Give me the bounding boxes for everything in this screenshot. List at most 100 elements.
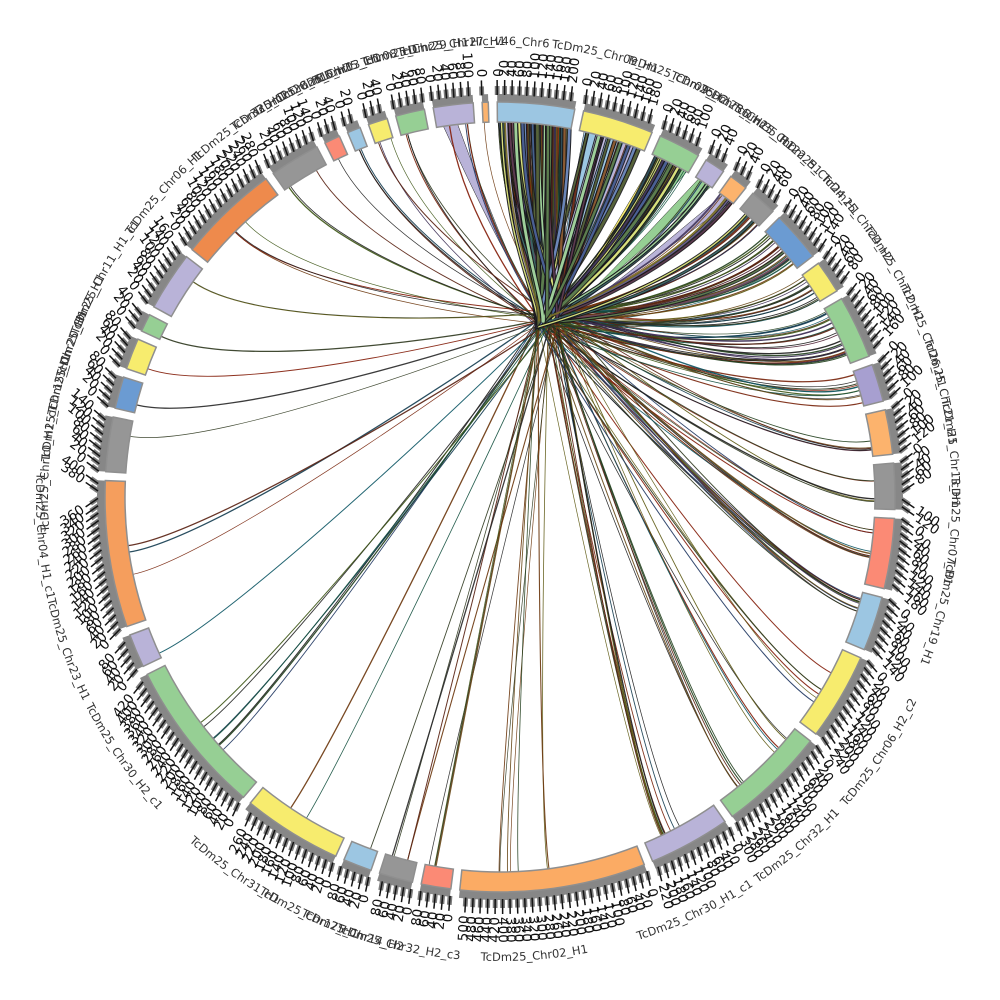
- tick-mark: [798, 215, 808, 230]
- tick-mark: [464, 897, 467, 913]
- tick-mark: [899, 442, 912, 453]
- sector-band: [346, 126, 369, 153]
- tick-mark: [262, 153, 270, 169]
- tick-mark: [398, 92, 402, 108]
- sector-band: [643, 804, 727, 863]
- tick-mark: [187, 220, 197, 235]
- tick-label: 20: [255, 128, 276, 150]
- tick-label: 60: [268, 120, 289, 142]
- tick-label: 440: [479, 917, 495, 943]
- tick-mark: [548, 82, 551, 99]
- tick-mark: [813, 232, 823, 247]
- tick-mark: [560, 894, 564, 910]
- tick-label: 140: [592, 904, 612, 932]
- tick-mark: [100, 381, 113, 393]
- tick-mark: [886, 605, 899, 618]
- tick-label: 40: [424, 911, 442, 930]
- tick-mark: [340, 111, 346, 127]
- tick-mark: [160, 725, 171, 739]
- tick-label: 400: [495, 917, 511, 943]
- tick-mark: [826, 730, 836, 744]
- tick-label: 0: [473, 69, 489, 78]
- tick-label: 20: [791, 183, 813, 206]
- tick-mark: [117, 648, 129, 661]
- sector-band: [719, 727, 812, 818]
- tick-mark: [740, 161, 748, 176]
- tick-mark: [562, 85, 566, 101]
- tick-mark: [459, 81, 463, 97]
- tick-label: 60: [622, 895, 641, 915]
- tick-mark: [386, 883, 391, 899]
- tick-label: 40: [171, 200, 194, 223]
- tick-mark: [86, 527, 100, 538]
- tick-mark: [236, 173, 245, 188]
- tick-mark: [275, 833, 282, 849]
- axis-band: [706, 153, 728, 172]
- tick-mark: [204, 777, 213, 791]
- tick-mark: [870, 329, 882, 342]
- tick-mark: [788, 204, 798, 219]
- tick-mark: [872, 336, 885, 349]
- tick-label: 20: [740, 140, 761, 162]
- tick-mark: [896, 562, 909, 574]
- tick-mark: [268, 829, 276, 845]
- tick-mark: [362, 103, 367, 119]
- tick-mark: [364, 876, 370, 892]
- tick-label: 160: [676, 872, 699, 901]
- tick-label: 80: [609, 75, 628, 95]
- tick-mark: [104, 367, 117, 379]
- sector-band: [342, 840, 379, 872]
- tick-label: 20: [428, 64, 446, 83]
- tick-mark: [775, 788, 784, 803]
- tick-mark: [90, 424, 104, 436]
- tick-label: 500: [455, 915, 472, 942]
- tick-mark: [198, 771, 208, 786]
- sector-band: [128, 627, 163, 668]
- tick-mark: [157, 259, 168, 273]
- tick-mark: [214, 787, 224, 802]
- tick-mark: [900, 525, 914, 536]
- tick-mark: [102, 607, 115, 619]
- sector-band: [764, 216, 815, 270]
- tick-label: 60: [332, 885, 352, 906]
- tick-label: 0: [643, 887, 661, 899]
- tick-mark: [87, 446, 101, 458]
- tick-mark: [226, 797, 234, 812]
- tick-mark: [901, 475, 915, 486]
- tick-mark: [133, 681, 144, 695]
- tick-mark: [136, 687, 148, 701]
- sector-band: [190, 177, 279, 264]
- tick-mark: [174, 743, 184, 758]
- tick-label: 20: [832, 231, 855, 254]
- axis-band: [340, 859, 371, 878]
- tick-mark: [709, 139, 716, 155]
- tick-mark: [877, 633, 889, 646]
- tick-mark: [192, 214, 202, 229]
- tick-mark: [525, 80, 529, 96]
- tick-label: 100: [696, 862, 719, 892]
- tick-label: 80: [687, 107, 707, 128]
- tick-label: 140: [631, 74, 652, 103]
- axis-band: [321, 128, 340, 143]
- sector-band: [496, 101, 576, 130]
- tick-mark: [899, 532, 913, 544]
- tick-label: 140: [542, 54, 560, 81]
- tick-label: 40: [205, 805, 227, 828]
- tick-label: 360: [510, 916, 527, 942]
- tick-mark: [91, 563, 105, 575]
- tick-mark: [888, 598, 901, 611]
- tick-mark: [104, 614, 117, 626]
- tick-label: 20: [391, 904, 409, 923]
- axis-band: [660, 128, 703, 156]
- tick-label: 40: [302, 871, 322, 892]
- tick-label: 20: [715, 122, 736, 144]
- sector-band: [104, 479, 147, 628]
- tick-mark: [213, 193, 223, 208]
- tick-mark: [88, 542, 102, 553]
- tick-mark: [231, 802, 240, 817]
- tick-mark: [448, 895, 451, 911]
- tick-mark: [901, 498, 915, 509]
- tick-mark: [85, 497, 99, 508]
- tick-mark: [93, 409, 106, 421]
- tick-mark: [817, 238, 828, 252]
